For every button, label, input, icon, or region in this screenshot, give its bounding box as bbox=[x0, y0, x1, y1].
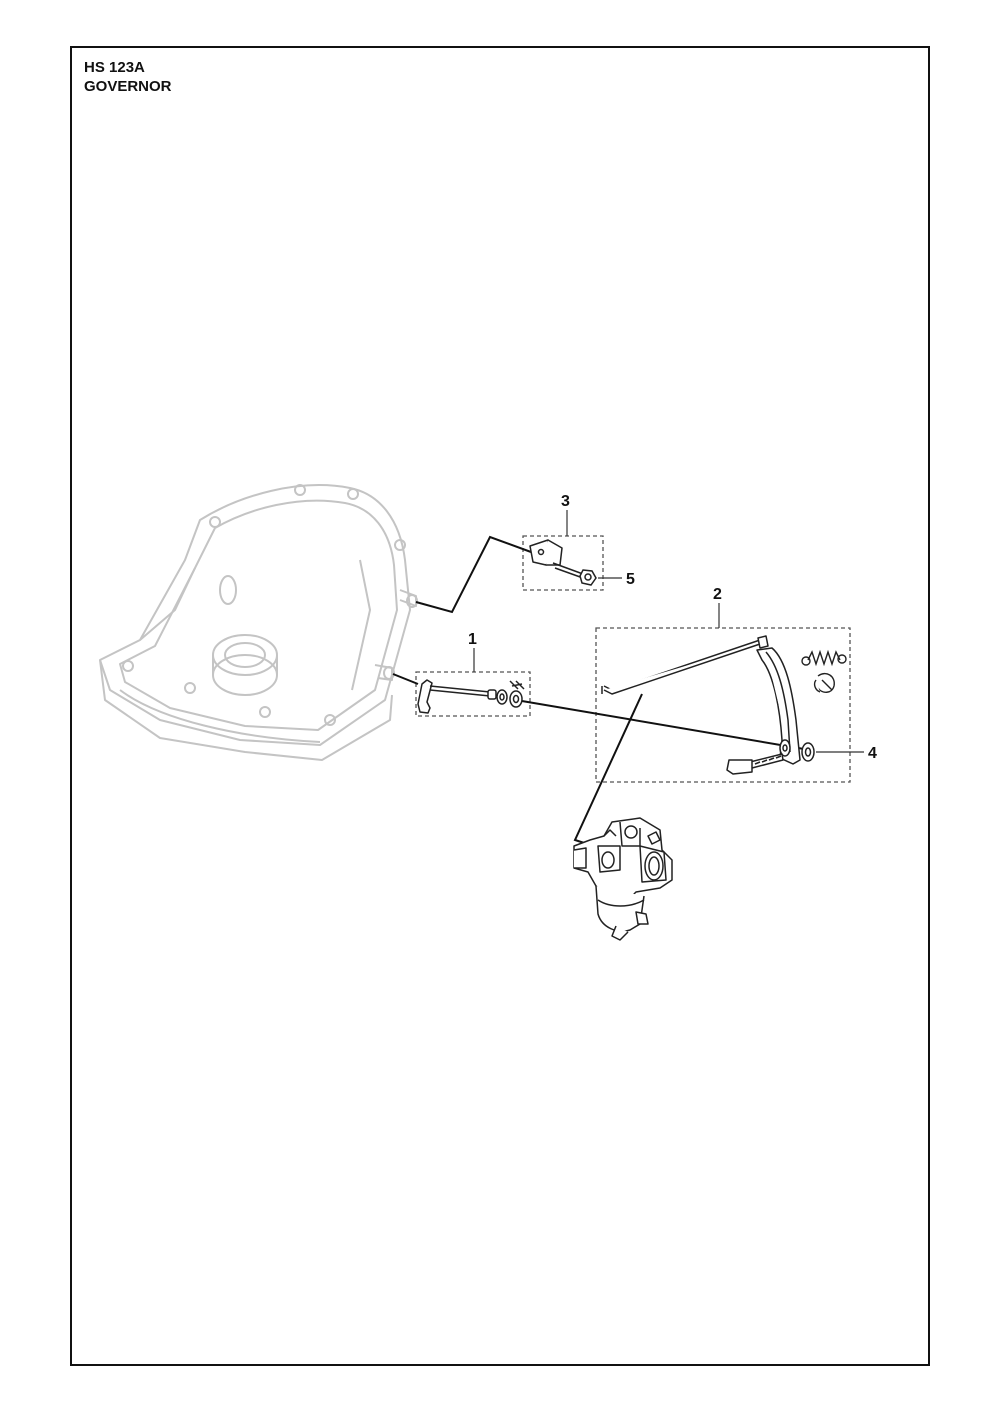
page-border bbox=[70, 46, 930, 1366]
group-box-1 bbox=[415, 671, 531, 717]
leader-lines bbox=[473, 510, 864, 753]
callout-2: 2 bbox=[713, 586, 722, 603]
callout-5: 5 bbox=[626, 571, 635, 588]
callout-3: 3 bbox=[561, 493, 570, 510]
group-box-3 bbox=[522, 535, 604, 591]
group-box-2 bbox=[595, 627, 851, 783]
group-boxes bbox=[415, 535, 851, 783]
governor-shaft-part-1 bbox=[417, 679, 525, 714]
model-title: HS 123A bbox=[84, 59, 145, 76]
bolt-part-5 bbox=[552, 562, 597, 586]
connector-shaft-to-arm bbox=[515, 699, 811, 751]
carburetor bbox=[573, 817, 673, 941]
connection-lines bbox=[392, 535, 811, 853]
clip-icon bbox=[813, 672, 835, 693]
engine-housing-ghost bbox=[99, 484, 418, 761]
connector-housing-to-bracket bbox=[415, 535, 532, 614]
connector-housing-to-shaft bbox=[392, 673, 419, 685]
governor-arm-part-2 bbox=[601, 635, 815, 775]
callout-labels: 3 5 2 1 4 bbox=[468, 493, 877, 762]
callout-1: 1 bbox=[468, 631, 477, 648]
callout-4: 4 bbox=[868, 745, 877, 762]
spring-icon bbox=[801, 649, 847, 667]
bracket-part-3 bbox=[529, 539, 563, 566]
section-title: GOVERNOR bbox=[84, 78, 172, 95]
title-block: HS 123A GOVERNOR bbox=[84, 58, 172, 96]
